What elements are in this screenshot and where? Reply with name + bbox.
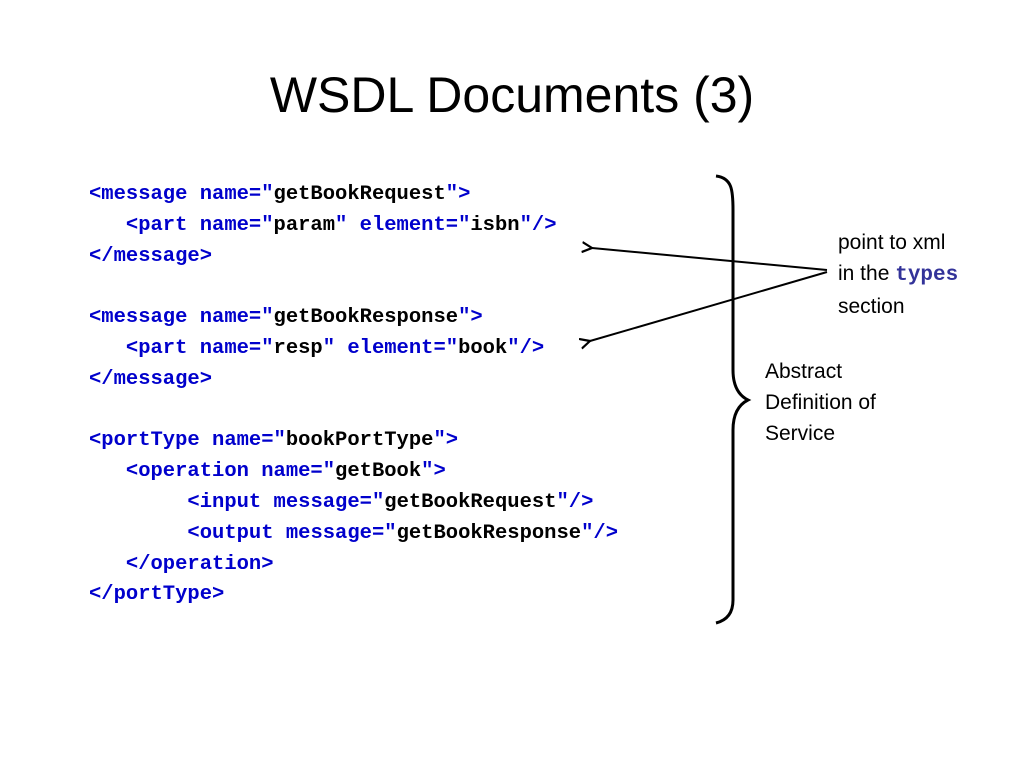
curly-brace bbox=[715, 174, 752, 625]
code-tag-token: <message name=" bbox=[89, 306, 274, 330]
code-line: <part name="resp" element="book"/> bbox=[89, 334, 618, 365]
code-value-token: getBookRequest bbox=[384, 490, 557, 514]
code-line: </portType> bbox=[89, 580, 618, 611]
code-value-token: getBookRequest bbox=[273, 183, 446, 206]
abstract-definition-annotation: Abstract Definition of Service bbox=[765, 356, 925, 449]
code-tag-token: "> bbox=[433, 429, 459, 453]
code-tag-token: <input message=" bbox=[187, 490, 385, 514]
code-tag-token: </portType> bbox=[89, 583, 225, 607]
code-tag-token: </message> bbox=[89, 244, 213, 268]
code-line: </message> bbox=[89, 365, 618, 396]
code-tag-token: <message name=" bbox=[89, 183, 274, 206]
types-keyword: types bbox=[895, 264, 959, 287]
code-value-token: isbn bbox=[470, 213, 520, 237]
code-value-token: getBook bbox=[335, 460, 422, 484]
code-line: <input message="getBookRequest"/> bbox=[89, 488, 618, 519]
code-value-token: bookPortType bbox=[285, 429, 434, 453]
code-value-token: resp bbox=[273, 336, 323, 360]
arrow-to-book bbox=[590, 271, 828, 341]
code-tag-token: </message> bbox=[89, 367, 213, 391]
types-note-line-3: section bbox=[838, 295, 905, 318]
code-tag-token: <operation name=" bbox=[125, 460, 336, 484]
code-tag-token: "/> bbox=[556, 490, 594, 514]
code-tag-token: <portType name=" bbox=[89, 429, 286, 453]
code-tag-token: "> bbox=[458, 306, 483, 330]
code-tag-token: "/> bbox=[519, 213, 557, 237]
code-tag-token: "> bbox=[445, 183, 471, 206]
arrow-to-isbn bbox=[592, 248, 828, 271]
abstract-note-line-1: Abstract bbox=[765, 360, 843, 383]
code-tag-token: " element=" bbox=[335, 213, 471, 237]
code-tag-token: "/> bbox=[581, 521, 618, 545]
code-value-token: getBookResponse bbox=[273, 306, 459, 330]
types-note-line-1: point to xml bbox=[838, 231, 946, 254]
slide-title: WSDL Documents (3) bbox=[269, 67, 755, 123]
types-annotation: point to xml in the types section bbox=[838, 227, 1013, 322]
code-line: <operation name="getBook"> bbox=[89, 457, 618, 488]
code-line: <portType name="bookPortType"> bbox=[89, 426, 618, 457]
types-note-prefix: in the bbox=[838, 262, 896, 285]
code-tag-token: "> bbox=[421, 460, 446, 484]
code-tag-token: <output message=" bbox=[187, 521, 397, 545]
code-line: <output message="getBookResponse"/> bbox=[89, 519, 618, 550]
code-tag-token: <part name=" bbox=[125, 213, 274, 237]
code-tag-token: " element=" bbox=[322, 336, 459, 360]
code-line: <message name="getBookResponse"> bbox=[89, 303, 618, 334]
code-line: </operation> bbox=[89, 550, 618, 581]
code-line: <message name="getBookRequest"> bbox=[89, 180, 618, 211]
code-value-token: getBookResponse bbox=[396, 521, 582, 545]
code-value-token: book bbox=[458, 336, 508, 360]
abstract-note-line-3: Service bbox=[765, 422, 836, 445]
code-tag-token: </operation> bbox=[125, 552, 274, 576]
wsdl-code-block: <message name="getBookRequest"> <part na… bbox=[89, 180, 618, 611]
code-line: <part name="param" element="isbn"/> bbox=[89, 211, 618, 242]
code-tag-token: <part name=" bbox=[125, 336, 274, 360]
code-line: </message> bbox=[89, 242, 618, 273]
code-value-token: param bbox=[273, 213, 336, 237]
abstract-note-line-2: Definition of bbox=[765, 391, 876, 414]
types-note-line-2: in the types bbox=[838, 258, 1013, 291]
code-tag-token: "/> bbox=[507, 336, 545, 360]
